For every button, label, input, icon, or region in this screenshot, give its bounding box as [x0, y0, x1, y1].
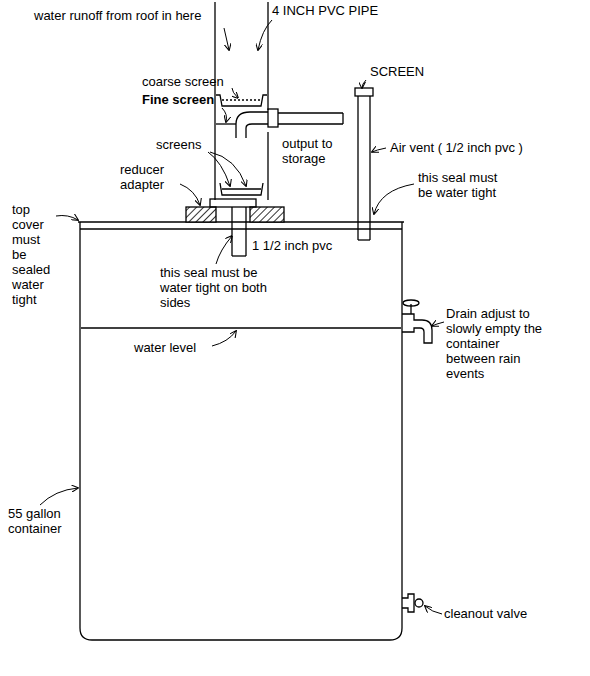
callout-label: 1 1/2 inch pvc — [252, 238, 362, 253]
coarse-screen — [222, 99, 261, 100]
water-level-line — [81, 327, 401, 328]
leader-arrow — [432, 322, 444, 326]
container-wall — [80, 222, 402, 640]
elbow — [236, 112, 268, 138]
leader-arrow — [40, 488, 78, 505]
output-pipe — [278, 123, 343, 124]
leader-arrow — [362, 80, 366, 88]
leader-arrow — [258, 20, 272, 50]
leader-arrow — [216, 236, 232, 264]
small-pipe — [232, 255, 246, 256]
leader-arrow — [222, 108, 227, 122]
screen — [220, 183, 263, 195]
air-vent — [357, 96, 358, 240]
reducer-adapter — [250, 207, 284, 222]
coupling — [268, 109, 278, 127]
callout-label: cleanout valve — [444, 606, 554, 621]
cleanout-valve — [415, 599, 423, 607]
reducer-adapter — [210, 199, 256, 207]
top-cover — [78, 221, 404, 222]
callout-label: top cover must be sealed water tight — [12, 202, 56, 307]
leader-arrow — [212, 331, 236, 346]
air-vent — [358, 239, 370, 240]
reducer-adapter — [186, 207, 216, 222]
drain-spigot — [402, 314, 432, 343]
callout-label: reducer adapter — [120, 162, 182, 192]
callout-label: screens — [156, 137, 216, 152]
coarse-screen — [216, 95, 267, 106]
output-pipe — [278, 112, 343, 113]
screen — [222, 188, 261, 189]
top-cover — [80, 228, 402, 229]
elbow — [246, 124, 268, 138]
cleanout-valve — [402, 594, 414, 612]
callout-label: 4 INCH PVC PIPE — [272, 3, 412, 18]
callout-label: SCREEN — [370, 64, 440, 79]
callout-label: this seal must be water tight on both si… — [160, 265, 270, 310]
callout-label: 55 gallon container — [8, 506, 88, 536]
vent-screen-cap — [355, 88, 373, 96]
output-pipe — [342, 113, 343, 124]
fine-screen — [216, 123, 236, 124]
small-pipe — [231, 207, 232, 256]
air-vent — [369, 96, 370, 240]
pipe-wall — [214, 2, 215, 200]
drain-handle — [403, 300, 419, 306]
leader-arrow — [372, 148, 386, 152]
callout-label: water runoff from roof in here — [34, 8, 234, 23]
callout-label: water level — [134, 340, 234, 355]
callout-label: this seal must be water tight — [418, 170, 498, 200]
leader-arrow — [224, 28, 229, 50]
leader-arrow — [232, 88, 238, 98]
leader-arrow — [425, 606, 442, 614]
callout-label: output to storage — [282, 136, 352, 166]
callout-label: Fine screen — [142, 92, 232, 107]
leader-arrow — [210, 152, 246, 186]
callout-label: Air vent ( 1/2 inch pvc ) — [390, 140, 586, 155]
leader-arrow — [56, 216, 78, 221]
leader-arrow — [180, 184, 200, 205]
pipe-wall — [267, 132, 268, 200]
callout-label: coarse screen — [142, 74, 232, 89]
small-pipe — [245, 207, 246, 256]
leader-arrow — [374, 184, 414, 214]
pipe-wall — [267, 2, 268, 110]
leader-arrow — [208, 152, 230, 186]
callout-label: Drain adjust to slowly empty the contain… — [446, 306, 550, 381]
